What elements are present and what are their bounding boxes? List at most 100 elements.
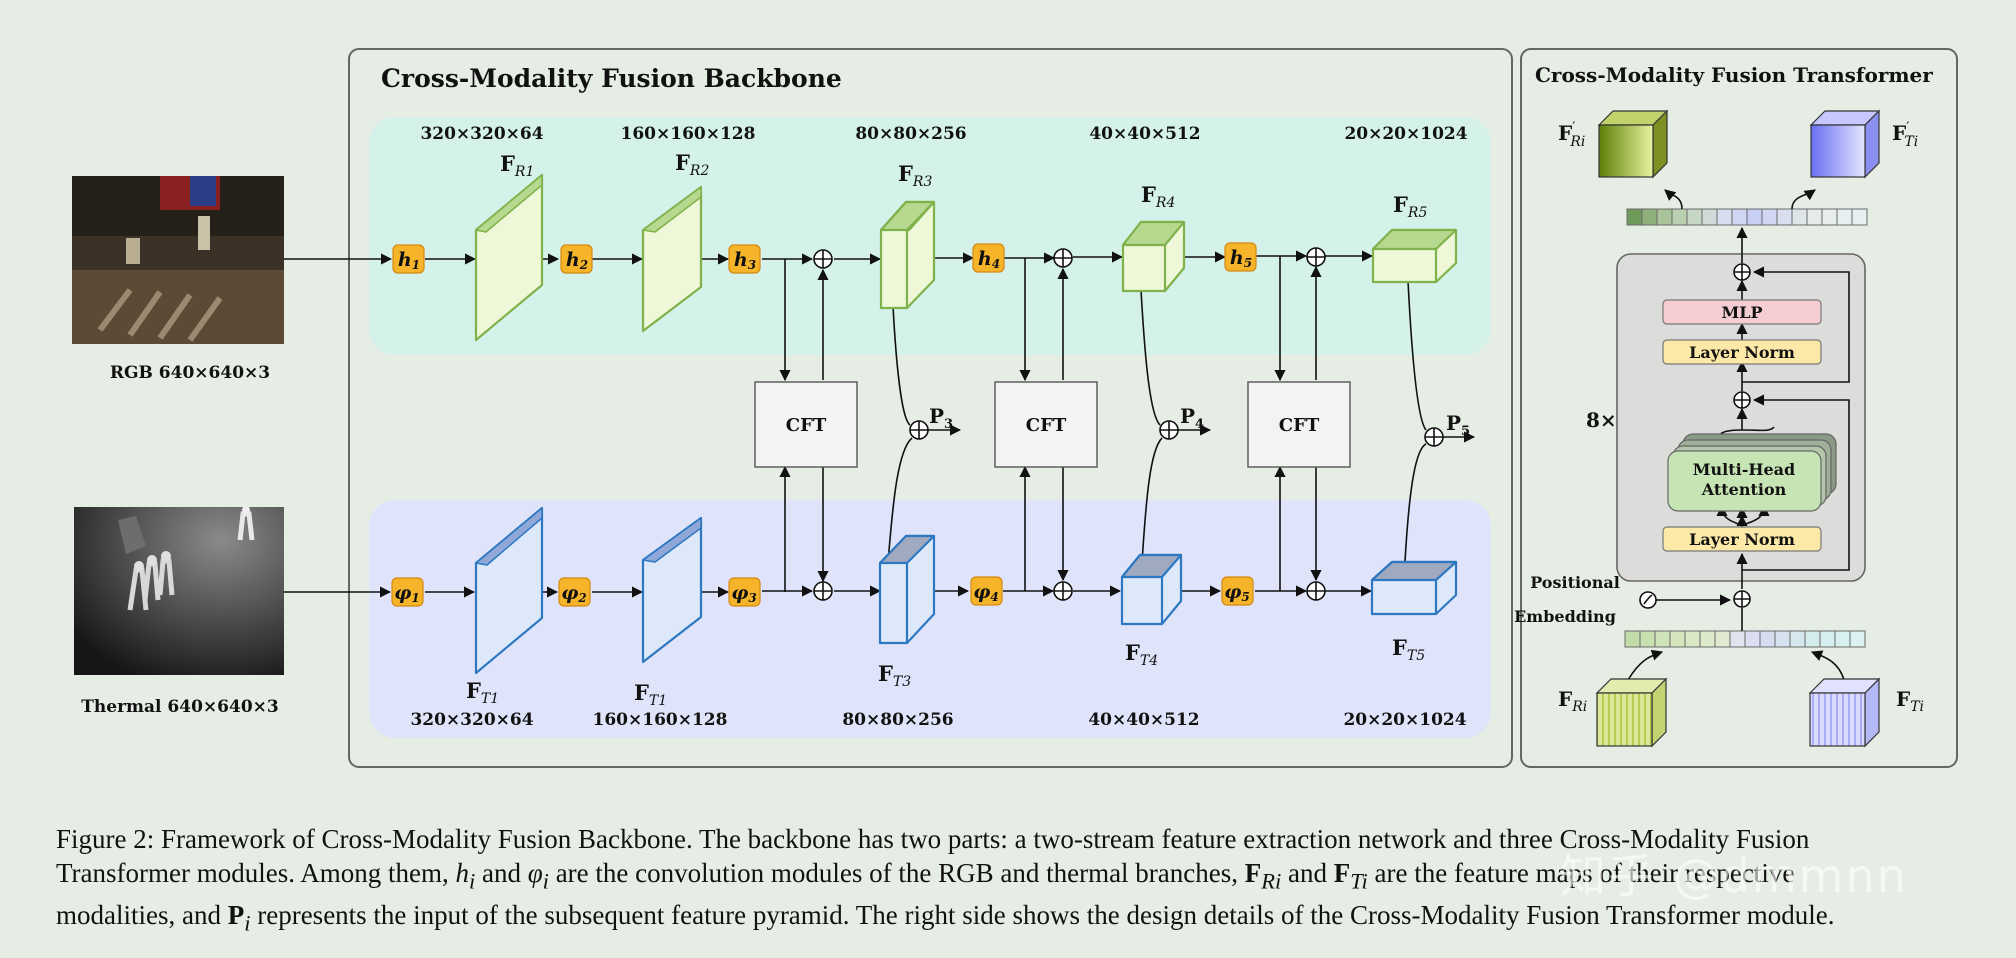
rgb-feature-label-2-base: F [675,150,690,175]
input-rgb-label-base: F [1558,687,1572,711]
caption-symbol-fr: F [1244,858,1262,888]
rgb-feature-label-4-base: F [1141,182,1156,207]
svg-text:φ3: φ3 [731,582,757,605]
thermal-module-phi2: φ2 [558,577,591,607]
caption-line-3: modalities, and Pi represents the input … [56,898,1976,940]
thermal-feature-label-5-base: F [1392,635,1407,660]
rgb-input-image [72,176,284,344]
rgb-module-h1: h1 [392,244,425,274]
rgb-feature-map-1 [474,173,544,342]
output-rgb-label-prime: ′ [1572,120,1575,136]
rgb-feature-label-1-sub: R1 [514,164,534,180]
output-thermal-label-base: F [1892,121,1906,145]
cft-block-2 [994,381,1098,468]
svg-text:φ4: φ4 [973,581,999,604]
thermal-module-phi3: φ3 [728,577,761,607]
rgb-feature-map-4 [1121,220,1186,293]
rgb-feature-label-1: FR1 [500,151,534,180]
rgb-feature-maps [474,173,1458,342]
rgb-module-h4: h4 [972,243,1005,273]
input-rgb-label: FRi [1558,687,1587,715]
thermal-input-label: Thermal 640×640×3 [81,697,278,717]
output-rgb-label: F′Ri [1558,120,1585,150]
thermal-conv-modules: φ1 φ2 φ3 φ4 φ5 [391,576,1254,607]
rgb-feature-map-2 [641,185,703,333]
thermal-feature-map-1 [474,506,544,675]
svg-text:φ5: φ5 [1224,581,1250,604]
thermal-feature-label-1-sub: T1 [481,691,499,707]
thermal-feature-label-4-sub: T4 [1140,653,1158,669]
thermal-module-phi2-sub: 2 [577,591,586,605]
caption-line-2-e: are the feature maps of their respective [1367,858,1795,888]
rgb-dim-4: 40×40×512 [1089,124,1200,144]
layer-norm-bottom-label: Layer Norm [1689,530,1795,549]
rgb-module-h3: h3 [728,244,761,274]
rgb-feature-label-1-base: F [500,151,515,176]
thermal-dim-3: 80×80×256 [842,710,953,730]
cft-label-3: CFT [1279,415,1320,436]
caption-line-2-d: and [1281,858,1334,888]
thermal-feature-label-5: FT5 [1392,635,1425,664]
rgb-feature-label-5: FR5 [1393,192,1427,221]
rgb-module-h5-sub: 5 [1244,256,1252,270]
svg-text:h5: h5 [1230,247,1252,270]
thermal-feature-label-1-base: F [466,678,481,703]
rgb-feature-label-2: FR2 [675,150,709,179]
layer-norm-top [1662,339,1822,365]
rgb-feature-map-5 [1371,228,1458,284]
thermal-module-phi4-sub: 4 [990,590,998,604]
output-p3-base: P [929,404,944,428]
output-rgb-label-sub: Ri [1569,134,1585,150]
thermal-module-phi3-base: φ [731,582,748,604]
thermal-feature-label-3-base: F [878,661,893,686]
rgb-feature-label-4: FR4 [1141,182,1175,211]
rgb-conv-modules: h1 h2 h3 h4 h5 [392,242,1257,274]
output-thermal-label-prime: ′ [1906,120,1909,136]
thermal-module-phi4-base: φ [973,581,990,603]
thermal-module-phi1-sub: 1 [411,591,419,605]
rgb-feature-label-4-sub: R4 [1155,195,1175,211]
thermal-dim-1: 320×320×64 [410,710,533,730]
attention-label-2: Attention [1701,480,1787,499]
output-p5-base: P [1446,411,1461,435]
thermal-dim-2: 160×160×128 [593,710,728,730]
cft-block-1 [754,381,858,468]
output-thermal-cube [1809,109,1881,179]
thermal-module-phi1-base: φ [394,582,411,604]
input-thermal-label: FTi [1896,687,1924,715]
rgb-input-label: RGB 640×640×3 [110,363,270,383]
thermal-feature-label-4: FT4 [1125,640,1158,669]
svg-text:φ1: φ1 [394,582,420,605]
rgb-module-h2-base: h [566,249,580,271]
rgb-feature-label-2-sub: R2 [689,163,710,179]
thermal-dim-4: 40×40×512 [1088,710,1199,730]
thermal-feature-label-2: FT1 [634,680,667,709]
svg-text:h4: h4 [978,248,1000,271]
caption-symbol-phi: φ [527,858,543,888]
repeat-count: 8× [1586,408,1617,432]
thermal-dim-5: 20×20×1024 [1343,710,1466,730]
thermal-module-phi2-base: φ [561,582,578,604]
rgb-feature-label-5-base: F [1393,192,1408,217]
thermal-feature-label-2-base: F [634,680,649,705]
rgb-feature-label-3-sub: R3 [912,174,933,190]
multi-head-attention-block: Multi-Head Attention [1667,433,1837,512]
thermal-feature-map-3 [878,534,936,645]
rgb-module-h2: h2 [560,244,593,274]
svg-text:φ2: φ2 [561,582,587,605]
thermal-feature-label-2-sub: T1 [649,693,667,709]
caption-symbol-p: P [227,900,245,931]
thermal-feature-map-4 [1120,553,1183,626]
thermal-module-phi3-sub: 3 [748,591,756,605]
figure-caption: Figure 2: Framework of Cross-Modality Fu… [56,822,1976,941]
thermal-module-phi5-base: φ [1224,581,1241,603]
caption-symbol-p-sub: i [244,910,251,936]
positional-embedding-icon [1639,591,1657,609]
thermal-input-image [74,506,284,675]
svg-text:h1: h1 [398,249,420,272]
output-p5: P5 [1446,411,1470,439]
thermal-feature-label-5-sub: T5 [1407,648,1425,664]
mlp-label: MLP [1722,303,1763,322]
rgb-module-h2-sub: 2 [579,258,588,272]
